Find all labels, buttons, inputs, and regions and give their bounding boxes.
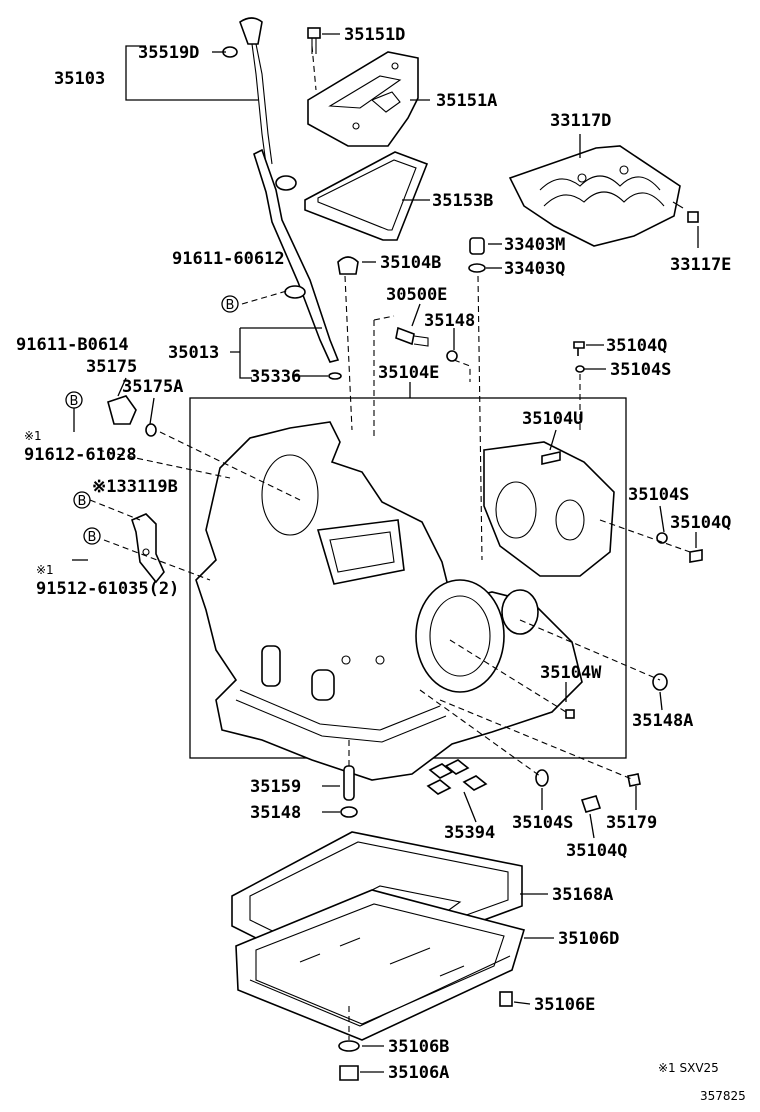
label-35175: 35175 [86,357,137,377]
diagram-id: 357825 [700,1089,746,1103]
ref-b-marker-1 [221,295,239,313]
ref-b-marker-3 [73,491,91,509]
label-35106E: 35106E [534,995,595,1015]
label-35148-top: 35148 [424,311,475,331]
svg-text:B: B [88,530,97,545]
ref-b-marker-2 [65,391,83,409]
label-35104Q-bottom: 35104Q [566,841,627,861]
svg-text:B: B [78,494,87,509]
label-35519D: 35519D [138,43,199,63]
ref-b-marker-4 [83,527,101,545]
label-33403M: 33403M [504,235,565,255]
bolt-30500E [395,326,458,362]
label-91612-61028: 91612-61028 [24,445,137,465]
bracket-33119B [131,513,165,584]
label-91611-B0614: 91611-B0614 [16,335,129,355]
small-parts-right [535,341,668,813]
label-35153B: 35153B [432,191,493,211]
label-35013: 35013 [168,343,219,363]
label-35168A: 35168A [552,885,613,905]
label-35104Q-right: 35104Q [670,513,731,533]
label-33403Q: 33403Q [504,259,565,279]
label-35104S-top: 35104S [610,360,671,380]
label-35104E: 35104E [378,363,439,383]
svg-text:B: B [226,298,235,313]
label-35104W: 35104W [540,663,602,683]
label-35104Q-top: 35104Q [606,336,667,356]
label-35148A: 35148A [632,711,693,731]
label-35336: 35336 [250,367,301,387]
label-91611-60612: 91611-60612 [172,249,285,269]
valve-body-cover [307,27,419,147]
label-30500E: 30500E [386,285,447,305]
leader-lines [72,33,699,1073]
label-35104U: 35104U [522,409,583,429]
label-35151A: 35151A [436,91,497,111]
footnote-text: ※1 SXV25 [658,1061,719,1075]
side-cover-35104U [483,441,703,577]
label-35159: 35159 [250,777,301,797]
label-35148-bottom: 35148 [250,803,301,823]
label-35175A: 35175A [122,377,183,397]
oil-pan [235,889,526,1081]
label-35106A: 35106A [388,1063,449,1083]
label-35394: 35394 [444,823,495,843]
label-33117D: 33117D [550,111,611,131]
label-35179: 35179 [606,813,657,833]
reference-markers: B B B B [65,295,239,545]
breather-plug [337,256,359,275]
dashed-lines [89,45,691,1040]
pins-and-shims [340,759,488,818]
heat-shield-33117D [508,145,699,247]
transaxle-case [195,421,583,781]
label-35104S-bottom: 35104S [512,813,573,833]
label-35151D: 35151D [344,25,405,45]
part-labels: 35519D 35103 35151D 35151A 33117D 35153B… [16,25,746,1103]
label-33119B: ※133119B [92,477,178,497]
label-35106B: 35106B [388,1037,449,1057]
note-1-b: ※1 [36,563,54,577]
speed-sensor [468,237,486,273]
label-91512-61035: 91512-61035(2) [36,579,179,599]
svg-text:B: B [70,394,79,409]
sensor-35175 [107,395,157,437]
note-1-a: ※1 [24,429,42,443]
gasket-35153B [304,151,429,241]
label-35104B: 35104B [380,253,441,273]
label-35106D: 35106D [558,929,619,949]
label-35104S-right: 35104S [628,485,689,505]
label-35103: 35103 [54,69,105,89]
label-33117E: 33117E [670,255,731,275]
